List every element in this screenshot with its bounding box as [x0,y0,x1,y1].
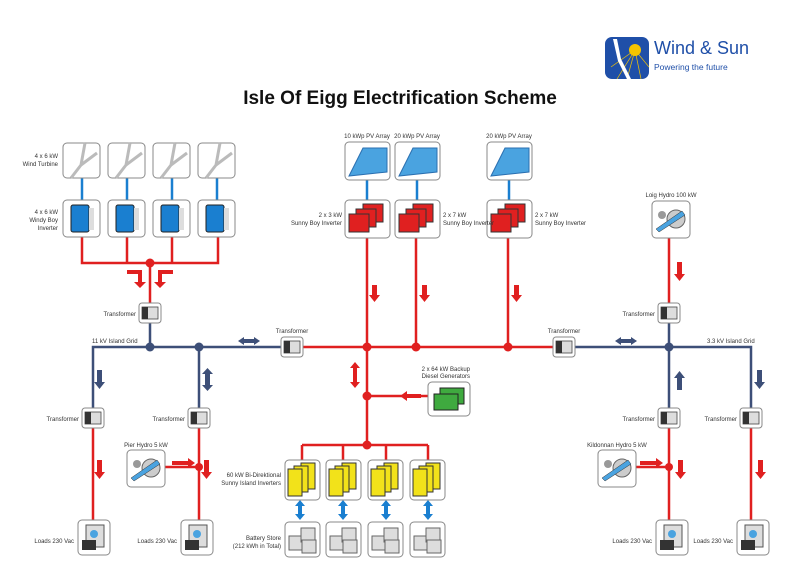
sb1-label-2: Sunny Boy Inverter [291,221,342,227]
grid-33kv-label: 3.3 kV Island Grid [707,339,755,345]
transformers [81,302,763,429]
battery-label: Battery Store [246,536,282,542]
flow-arrows [94,262,766,520]
grid-lines [91,323,753,408]
kildonnan-hydro-label: Kildonnan Hydro 5 kW [587,443,647,449]
sunny-island-inverters [284,459,446,501]
transformer-label: Transformer [104,312,136,318]
transformer-label: Transformer [153,417,185,423]
diesel-generators [427,381,471,417]
diesel-label-2: Diesel Generators [422,374,470,380]
loads-label: Loads 230 Vac [693,539,733,545]
windy-boy-label-2: Windy Boy [29,218,58,224]
sb3-label: 2 x 7 kW [535,213,559,219]
transformer-label: Transformer [623,312,655,318]
nodes [145,258,674,471]
transformer-label: Transformer [276,329,308,335]
sb1-label: 2 x 3 kW [319,213,343,219]
diesel-label: 2 x 64 kW Backup [422,367,471,373]
sunny-island-label-2: Sunny Island Inverters [221,481,281,487]
transformer-label: Transformer [47,417,79,423]
loig-hydro-label: Loig Hydro 100 kW [645,193,696,199]
windy-boy-label: 4 x 6 kW [35,210,59,216]
logo-tagline: Powering the future [654,62,728,72]
loads-label: Loads 230 Vac [612,539,652,545]
grid-11kv-label: 11 kV Island Grid [92,339,138,345]
wind-turbine-label: 4 x 6 kW [35,154,59,160]
sunny-boy-inverters [344,199,533,239]
pv-arrays [344,141,533,181]
wind-and-sun-logo [605,37,650,84]
battery-store [284,521,446,558]
transformer-label: Transformer [623,417,655,423]
wind-turbines [62,142,236,179]
transformer-label: Transformer [705,417,737,423]
dc-lines [80,178,511,200]
sunny-island-label: 60 kW Bi-Direktional [227,473,281,479]
loads-label: Loads 230 Vac [137,539,177,545]
wind-turbine-label-2: Wind Turbine [23,162,59,168]
pier-hydro-label: Pier Hydro 5 kW [124,443,168,449]
sb2-label-2: Sunny Boy Inverter [443,221,494,227]
transformer-label: Transformer [548,329,580,335]
windy-boy-label-3: Inverter [38,226,58,232]
battery-label-2: (212 kWh in Total) [233,544,281,550]
windy-boy-inverters [62,199,236,238]
sb3-label-2: Sunny Boy Inverter [535,221,586,227]
diagram-title: Isle Of Eigg Electrification Scheme [243,88,557,109]
pv3-label: 20 kWp PV Array [486,134,532,140]
sb2-label: 2 x 7 kW [443,213,467,219]
loads-label: Loads 230 Vac [34,539,74,545]
pv1-label: 10 kWp PV Array [344,134,390,140]
pv2-label: 20 kWp PV Array [394,134,440,140]
logo-name: Wind & Sun [654,38,750,58]
